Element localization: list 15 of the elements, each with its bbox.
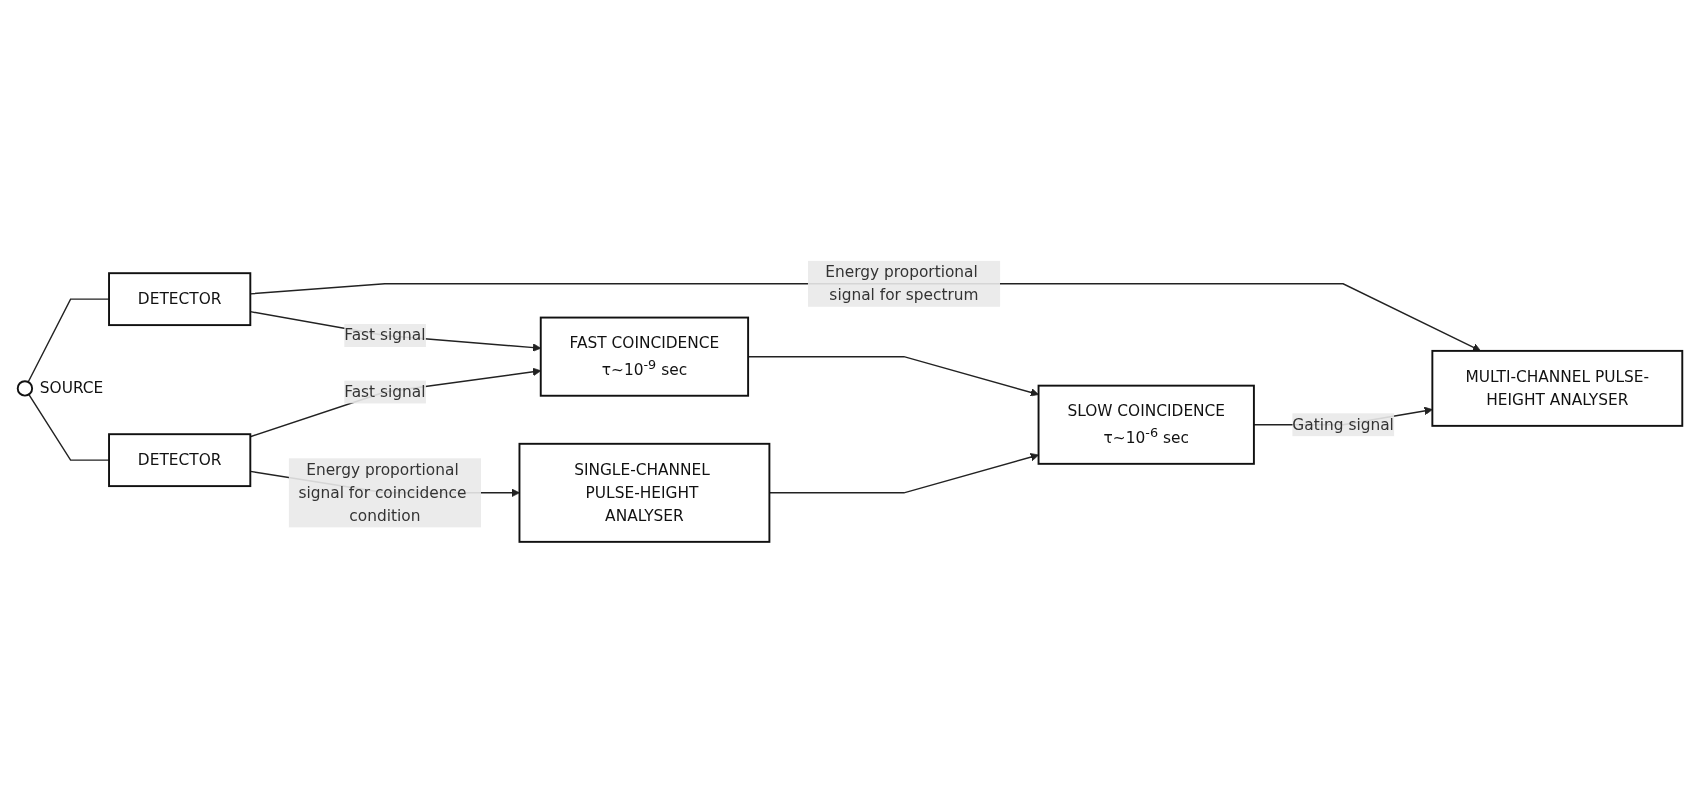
edge-label: Energy proportional signal for coincidence condition	[298, 459, 467, 525]
node-box: FAST COINCIDENCE τ~10$^{-9}$ sec	[539, 316, 750, 397]
node-box: DETECTOR	[108, 432, 252, 487]
connector	[28, 393, 110, 461]
node-box: SLOW COINCIDENCE τ~10$^{-6}$ sec	[1037, 384, 1255, 465]
node-caption: SOURCE	[39, 378, 104, 397]
connector	[27, 298, 110, 383]
node-box: MULTI-CHANNEL PULSE-HEIGHT ANALYSER	[1431, 349, 1684, 427]
node-circle	[16, 379, 34, 397]
node-box: DETECTOR	[108, 271, 252, 326]
edge-label: Energy proportional signal for spectrum	[825, 262, 979, 304]
edge-label: Fast signal	[344, 382, 426, 401]
edge-label: Fast signal	[344, 325, 426, 344]
edge-label: Gating signal	[1292, 414, 1394, 434]
node-box: SINGLE-CHANNEL PULSE-HEIGHT ANALYSER	[518, 442, 771, 543]
